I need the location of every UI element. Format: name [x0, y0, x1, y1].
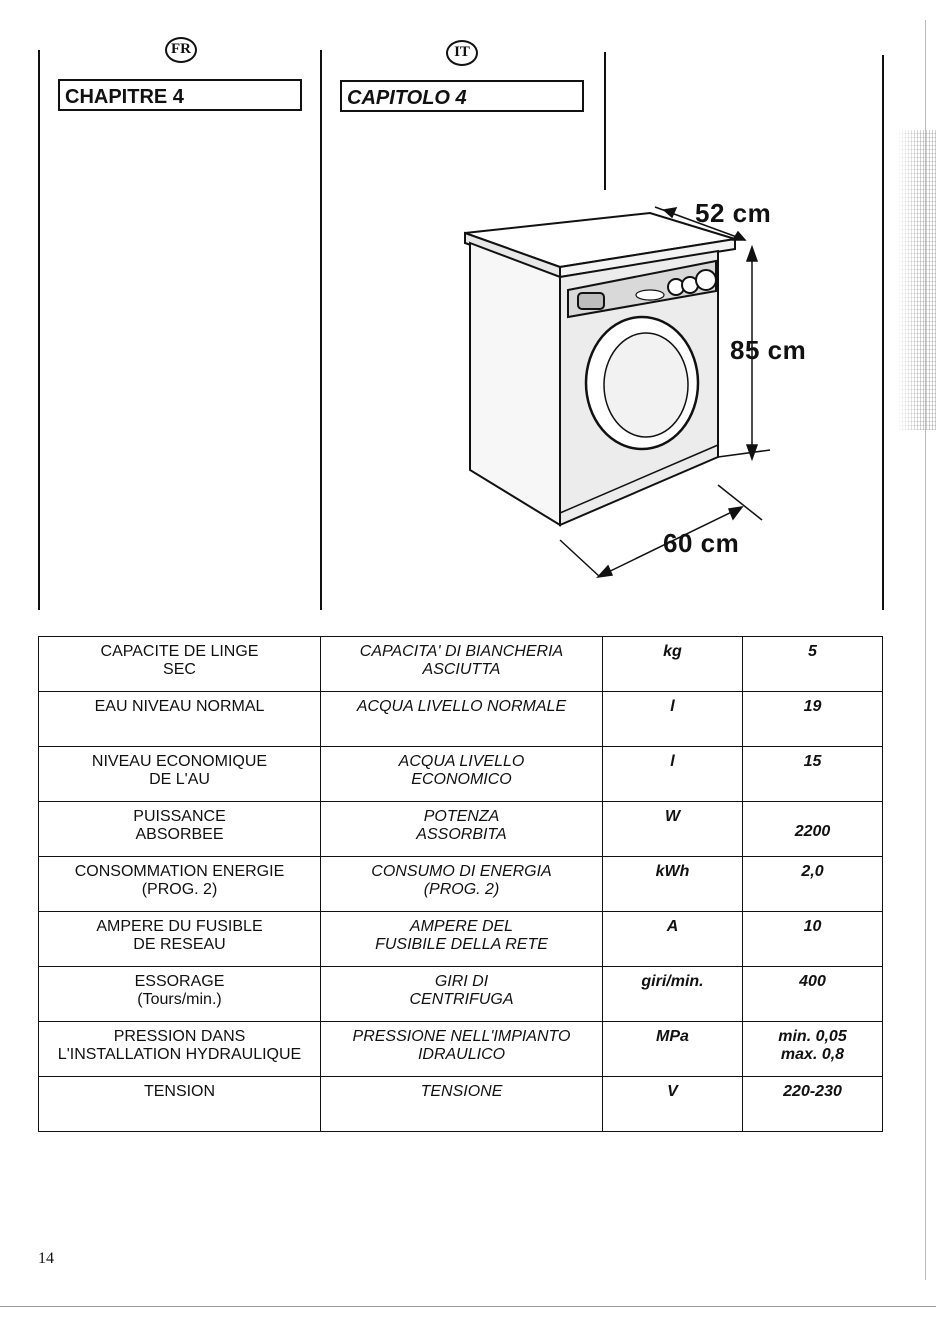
chapter-title-fr: CHAPITRE 4	[58, 79, 302, 111]
scan-right-edge	[925, 20, 926, 1280]
lang-badge-it: IT	[446, 40, 478, 66]
column-rule-right-short	[604, 52, 606, 190]
spec-label-fr: AMPERE DU FUSIBLE DE RESEAU	[38, 911, 321, 967]
spec-label-fr: PUISSANCE ABSORBEE	[38, 801, 321, 857]
control-knobs	[635, 269, 717, 301]
spec-value: 2,0	[742, 856, 883, 912]
table-row: TENSION TENSIONE V 220-230	[38, 1076, 883, 1132]
column-rule-left	[38, 50, 40, 610]
spec-value: 220-230	[742, 1076, 883, 1132]
spec-value: min. 0,05 max. 0,8	[742, 1021, 883, 1077]
spec-label-fr: NIVEAU ECONOMIQUE DE L'AU	[38, 746, 321, 802]
spec-label-fr: CAPACITE DE LINGE SEC	[38, 636, 321, 692]
table-row: CONSOMMATION ENERGIE (PROG. 2) CONSUMO D…	[38, 856, 883, 912]
spec-unit: l	[602, 691, 743, 747]
spec-unit: kWh	[602, 856, 743, 912]
page-number: 14	[38, 1250, 54, 1267]
spec-unit: MPa	[602, 1021, 743, 1077]
spec-label-it: AMPERE DEL FUSIBILE DELLA RETE	[320, 911, 603, 967]
spec-unit: kg	[602, 636, 743, 692]
spec-label-fr: CONSOMMATION ENERGIE (PROG. 2)	[38, 856, 321, 912]
spec-label-fr: ESSORAGE (Tours/min.)	[38, 966, 321, 1022]
scan-bottom-edge	[0, 1306, 936, 1307]
spec-label-it: TENSIONE	[320, 1076, 603, 1132]
table-row: NIVEAU ECONOMIQUE DE L'AU ACQUA LIVELLO …	[38, 746, 883, 802]
spec-value: 400	[742, 966, 883, 1022]
spec-unit: giri/min.	[602, 966, 743, 1022]
scan-edge-noise	[896, 130, 936, 430]
spec-label-it: CAPACITA' DI BIANCHERIA ASCIUTTA	[320, 636, 603, 692]
dimension-depth-label: 60 cm	[663, 528, 740, 558]
column-rule-middle	[320, 50, 322, 610]
washing-machine-diagram	[464, 206, 771, 579]
spec-label-fr: TENSION	[38, 1076, 321, 1132]
table-row: CAPACITE DE LINGE SEC CAPACITA' DI BIANC…	[38, 636, 883, 692]
spec-label-fr: PRESSION DANS L'INSTALLATION HYDRAULIQUE	[38, 1021, 321, 1077]
spec-label-it: PRESSIONE NELL'IMPIANTO IDRAULICO	[320, 1021, 603, 1077]
table-row: AMPERE DU FUSIBLE DE RESEAU AMPERE DEL F…	[38, 911, 883, 967]
spec-unit: W	[602, 801, 743, 857]
specification-table: CAPACITE DE LINGE SEC CAPACITA' DI BIANC…	[38, 636, 883, 1132]
spec-value: 5	[742, 636, 883, 692]
spec-label-it: ACQUA LIVELLO ECONOMICO	[320, 746, 603, 802]
spec-unit: V	[602, 1076, 743, 1132]
table-row: PRESSION DANS L'INSTALLATION HYDRAULIQUE…	[38, 1021, 883, 1077]
spec-label-fr: EAU NIVEAU NORMAL	[38, 691, 321, 747]
spec-value: 2200	[742, 801, 883, 857]
column-rule-right	[882, 55, 884, 610]
chapter-title-it: CAPITOLO 4	[340, 80, 584, 112]
table-row: PUISSANCE ABSORBEE POTENZA ASSORBITA W 2…	[38, 801, 883, 857]
machine-side	[469, 241, 561, 527]
lang-badge-fr: FR	[165, 37, 197, 63]
spec-label-it: ACQUA LIVELLO NORMALE	[320, 691, 603, 747]
table-row: EAU NIVEAU NORMAL ACQUA LIVELLO NORMALE …	[38, 691, 883, 747]
table-row: ESSORAGE (Tours/min.) GIRI DI CENTRIFUGA…	[38, 966, 883, 1022]
spec-value: 15	[742, 746, 883, 802]
spec-label-it: CONSUMO DI ENERGIA (PROG. 2)	[320, 856, 603, 912]
spec-unit: l	[602, 746, 743, 802]
spec-value: 10	[742, 911, 883, 967]
spec-label-it: GIRI DI CENTRIFUGA	[320, 966, 603, 1022]
spec-unit: A	[602, 911, 743, 967]
spec-label-it: POTENZA ASSORBITA	[320, 801, 603, 857]
dimension-height-label: 85 cm	[730, 335, 807, 365]
dimension-width-label: 52 cm	[695, 198, 772, 228]
spec-value: 19	[742, 691, 883, 747]
